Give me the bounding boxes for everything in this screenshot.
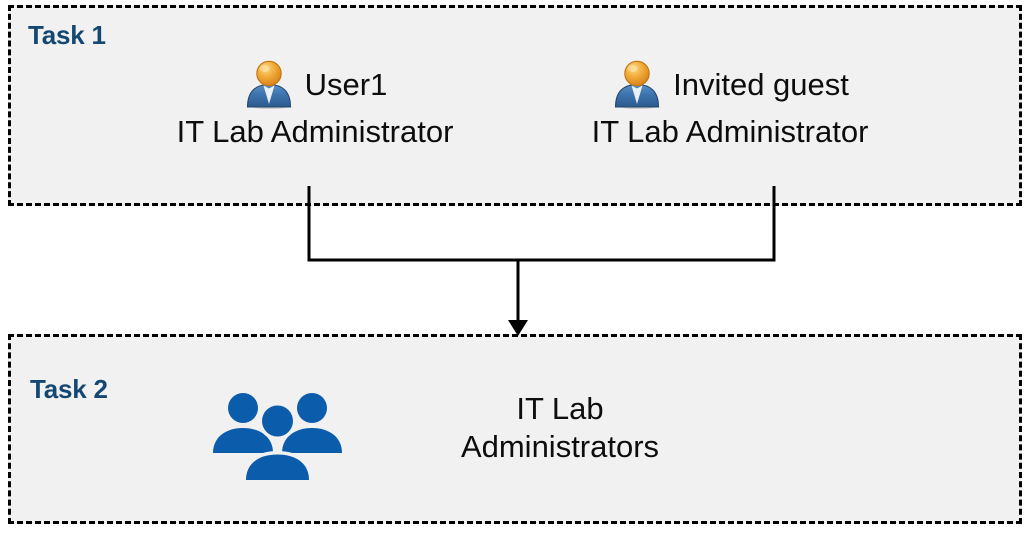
person-user1: User1 IT Lab Administrator: [105, 58, 525, 147]
user-icon: [243, 59, 295, 109]
task-1-label: Task 1: [28, 20, 106, 50]
group-people-icon: [210, 387, 345, 482]
group-name-text: IT Lab Administrators: [380, 390, 740, 466]
person-user1-header: User1: [105, 58, 525, 110]
task-2-label: Task 2: [30, 374, 108, 404]
group-name-line-2: Administrators: [460, 429, 660, 465]
person-invited-guest-role: IT Lab Administrator: [591, 114, 869, 149]
person-user1-role: IT Lab Administrator: [176, 114, 454, 149]
task-1-container: [8, 5, 1022, 206]
user-icon: [611, 59, 663, 109]
task-2-container: [8, 334, 1022, 524]
person-invited-guest: Invited guest IT Lab Administrator: [520, 58, 940, 147]
person-invited-guest-header: Invited guest: [520, 58, 940, 110]
person-user1-name: User1: [304, 66, 388, 102]
person-invited-guest-name: Invited guest: [673, 66, 849, 102]
group-name-line-1: IT Lab: [516, 391, 604, 426]
